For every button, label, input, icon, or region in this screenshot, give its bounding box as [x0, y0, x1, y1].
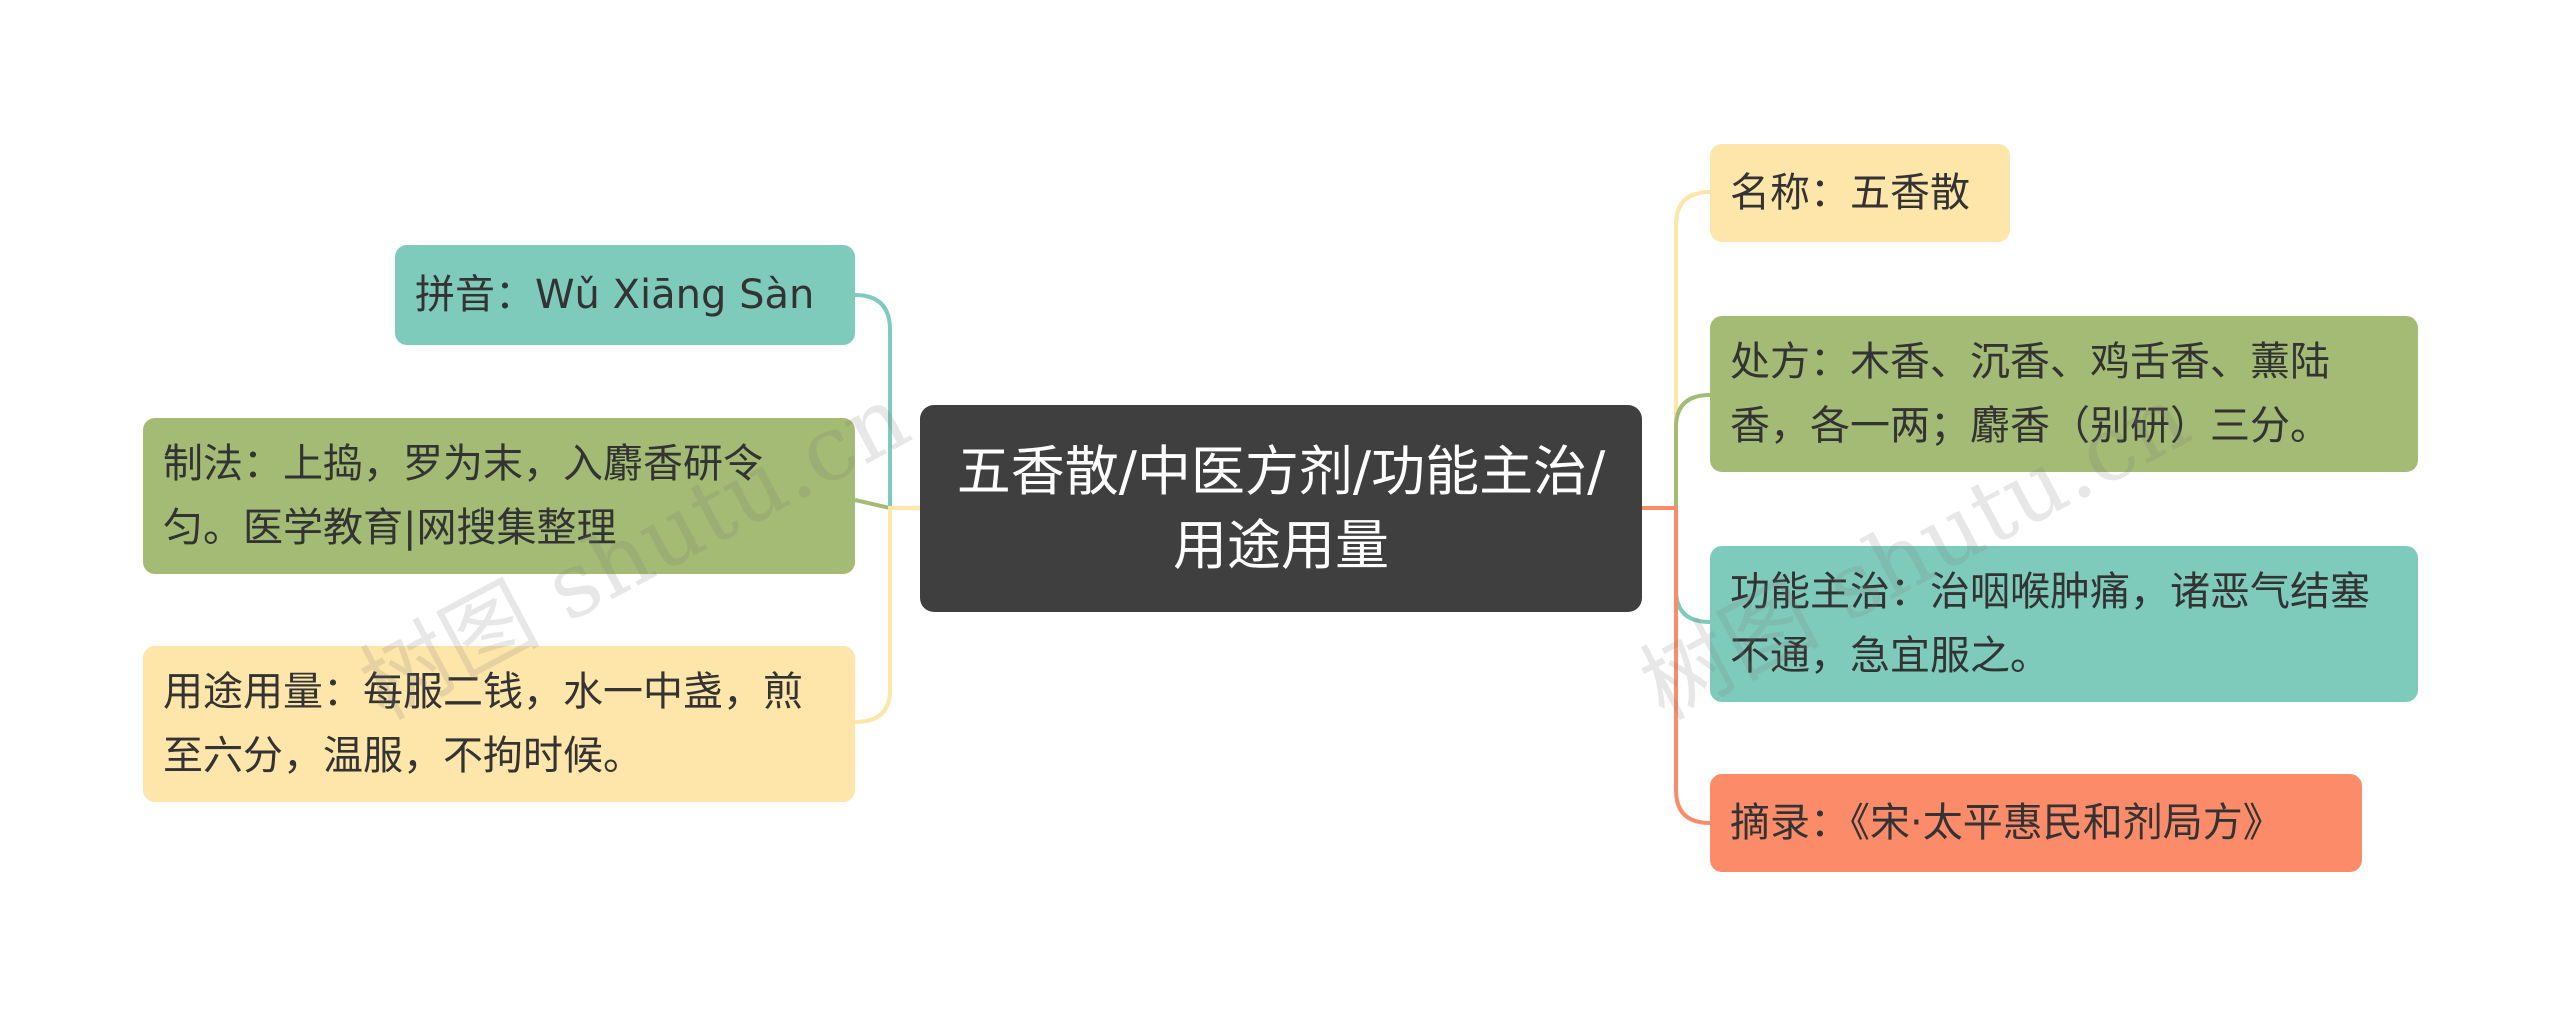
- node-preparation-label: 制法：上捣，罗为末，入麝香研令匀。医学教育|网搜集整理: [163, 441, 763, 551]
- node-prescription[interactable]: 处方：木香、沉香、鸡舌香、薰陆香，各一两；麝香（别研）三分。: [1710, 316, 2418, 472]
- node-usage-dosage-label: 用途用量：每服二钱，水一中盏，煎至六分，温服，不拘时候。: [163, 669, 803, 779]
- node-source[interactable]: 摘录：《宋·太平惠民和剂局方》: [1710, 774, 2362, 872]
- node-name-label: 名称：五香散: [1730, 170, 1970, 216]
- node-source-label: 摘录：《宋·太平惠民和剂局方》: [1730, 800, 2283, 846]
- node-preparation[interactable]: 制法：上捣，罗为末，入麝香研令匀。医学教育|网搜集整理: [143, 418, 855, 574]
- node-indication-label: 功能主治：治咽喉肿痛，诸恶气结塞不通，急宜服之。: [1730, 569, 2370, 679]
- central-topic[interactable]: 五香散/中医方剂/功能主治/用途用量: [920, 405, 1642, 612]
- connector-right-source: [1642, 506, 1711, 825]
- connector-right-recipe: [1642, 393, 1711, 510]
- node-pinyin-label: 拼音：Wǔ Xiāng Sàn: [415, 272, 815, 318]
- node-name[interactable]: 名称：五香散: [1710, 144, 2010, 242]
- node-indication[interactable]: 功能主治：治咽喉肿痛，诸恶气结塞不通，急宜服之。: [1710, 546, 2418, 702]
- node-usage-dosage[interactable]: 用途用量：每服二钱，水一中盏，煎至六分，温服，不拘时候。: [143, 646, 855, 802]
- connector-left-pinyin: [854, 293, 920, 510]
- connector-left-usage: [854, 506, 920, 724]
- node-pinyin[interactable]: 拼音：Wǔ Xiāng Sàn: [395, 245, 855, 345]
- node-prescription-label: 处方：木香、沉香、鸡舌香、薰陆香，各一两；麝香（别研）三分。: [1730, 339, 2330, 449]
- connector-right-name: [1642, 190, 1711, 510]
- central-topic-label: 五香散/中医方剂/功能主治/用途用量: [956, 439, 1606, 577]
